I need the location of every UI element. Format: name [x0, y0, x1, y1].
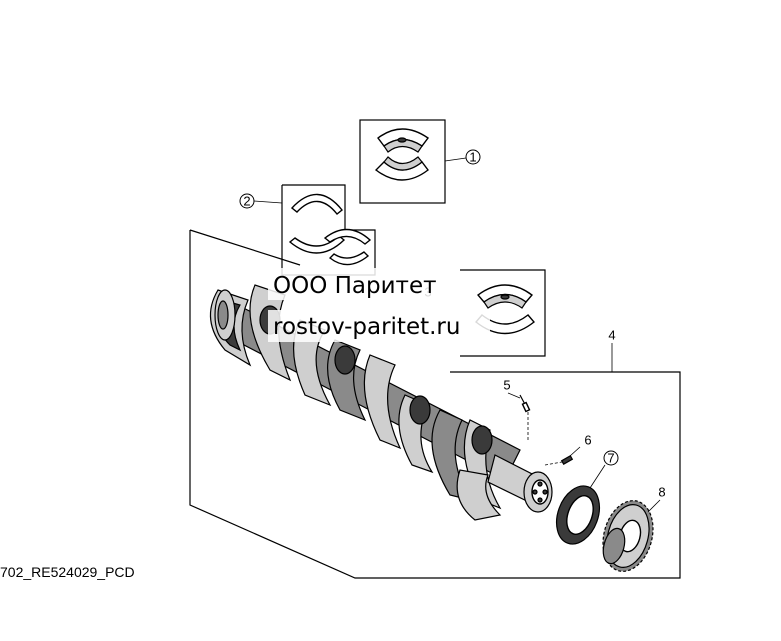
svg-text:7: 7: [607, 451, 614, 466]
watermark-bg: [268, 268, 460, 300]
bearing-shell-3: [474, 284, 536, 335]
part-6-guide: [544, 461, 563, 466]
svg-text:8: 8: [658, 485, 665, 500]
watermark-bg-2: [268, 310, 490, 342]
callout-6: 6: [584, 433, 591, 448]
callout-7-leader: [589, 464, 606, 489]
crankshaft: [209, 284, 553, 521]
reference-code: 702_RE524029_PCD: [0, 564, 135, 580]
thrust-washer-2: [288, 193, 372, 266]
svg-text:2: 2: [243, 194, 250, 209]
callout-2: 2: [239, 193, 255, 209]
wear-ring-7: [555, 485, 601, 545]
svg-text:5: 5: [503, 378, 510, 393]
callout-8: 8: [658, 485, 665, 500]
svg-text:6: 6: [584, 433, 591, 448]
callout-4: 4: [608, 328, 615, 343]
callout-1-leader: [444, 157, 467, 162]
part-3-box: [460, 269, 546, 357]
callout-5: 5: [503, 378, 510, 393]
svg-text:1: 1: [469, 150, 476, 165]
watermark-line-2: rostov-paritet.ru: [273, 314, 460, 340]
watermark-line-1: ООО Паритет: [273, 273, 437, 299]
callout-5-leader: [507, 392, 521, 399]
bearing-shell-1: [374, 128, 429, 181]
assembly-frame-top: [189, 229, 301, 266]
crankshaft-gear-8: [602, 500, 654, 572]
dowel-pin-5: [519, 394, 531, 413]
callout-6-leader: [569, 446, 581, 457]
part-1-box: [359, 119, 446, 204]
callout-1: 1: [465, 149, 481, 165]
callout-2-leader: [253, 200, 283, 204]
callout-8-leader: [647, 499, 661, 513]
callout-7: 7: [603, 450, 619, 466]
assembly-frame: [189, 230, 681, 579]
svg-text:4: 4: [608, 328, 615, 343]
key-6: [560, 454, 574, 466]
